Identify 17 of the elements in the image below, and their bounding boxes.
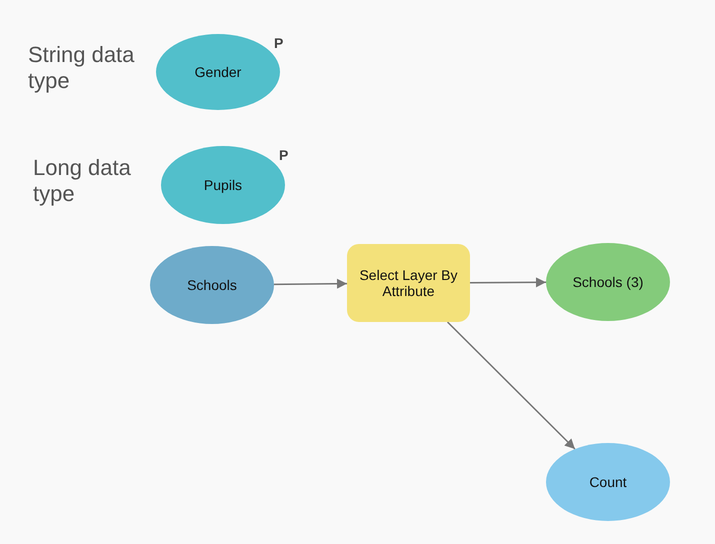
note-text: String data type [28,42,136,95]
ellipse-node [546,443,670,521]
node-label: Pupils [204,176,242,194]
node-label: Schools [187,276,237,294]
arrow [274,278,347,289]
ellipse-node [150,246,274,324]
process-box [347,244,470,322]
ellipse-node [546,243,670,321]
parameter-marker: P [274,35,284,51]
parameter-marker: P [279,147,288,163]
node-label: Count [589,474,627,490]
node-label: Select Layer By Attribute [358,266,459,300]
note-text: Long data type [33,155,132,208]
node-label: Schools (3) [572,274,644,290]
arrow [446,321,576,450]
arrow [470,277,546,288]
node-label: Gender [194,64,242,80]
